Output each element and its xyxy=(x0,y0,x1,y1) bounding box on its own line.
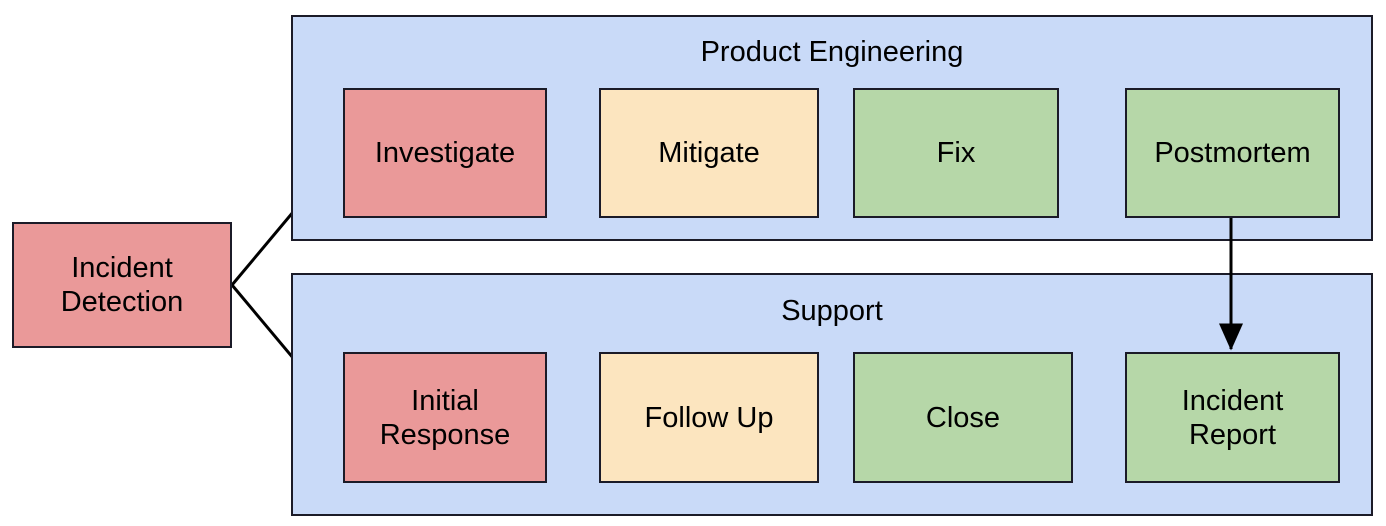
node-postmortem[interactable]: Postmortem xyxy=(1125,88,1340,218)
node-investigate[interactable]: Investigate xyxy=(343,88,547,218)
node-incident-detection[interactable]: Incident Detection xyxy=(12,222,232,348)
node-mitigate[interactable]: Mitigate xyxy=(599,88,819,218)
node-close[interactable]: Close xyxy=(853,352,1073,483)
node-fix[interactable]: Fix xyxy=(853,88,1059,218)
node-initial-response[interactable]: Initial Response xyxy=(343,352,547,483)
lane-title-product-engineering: Product Engineering xyxy=(700,36,964,68)
lane-title-support: Support xyxy=(781,295,883,327)
node-incident-report[interactable]: Incident Report xyxy=(1125,352,1340,483)
node-follow-up[interactable]: Follow Up xyxy=(599,352,819,483)
